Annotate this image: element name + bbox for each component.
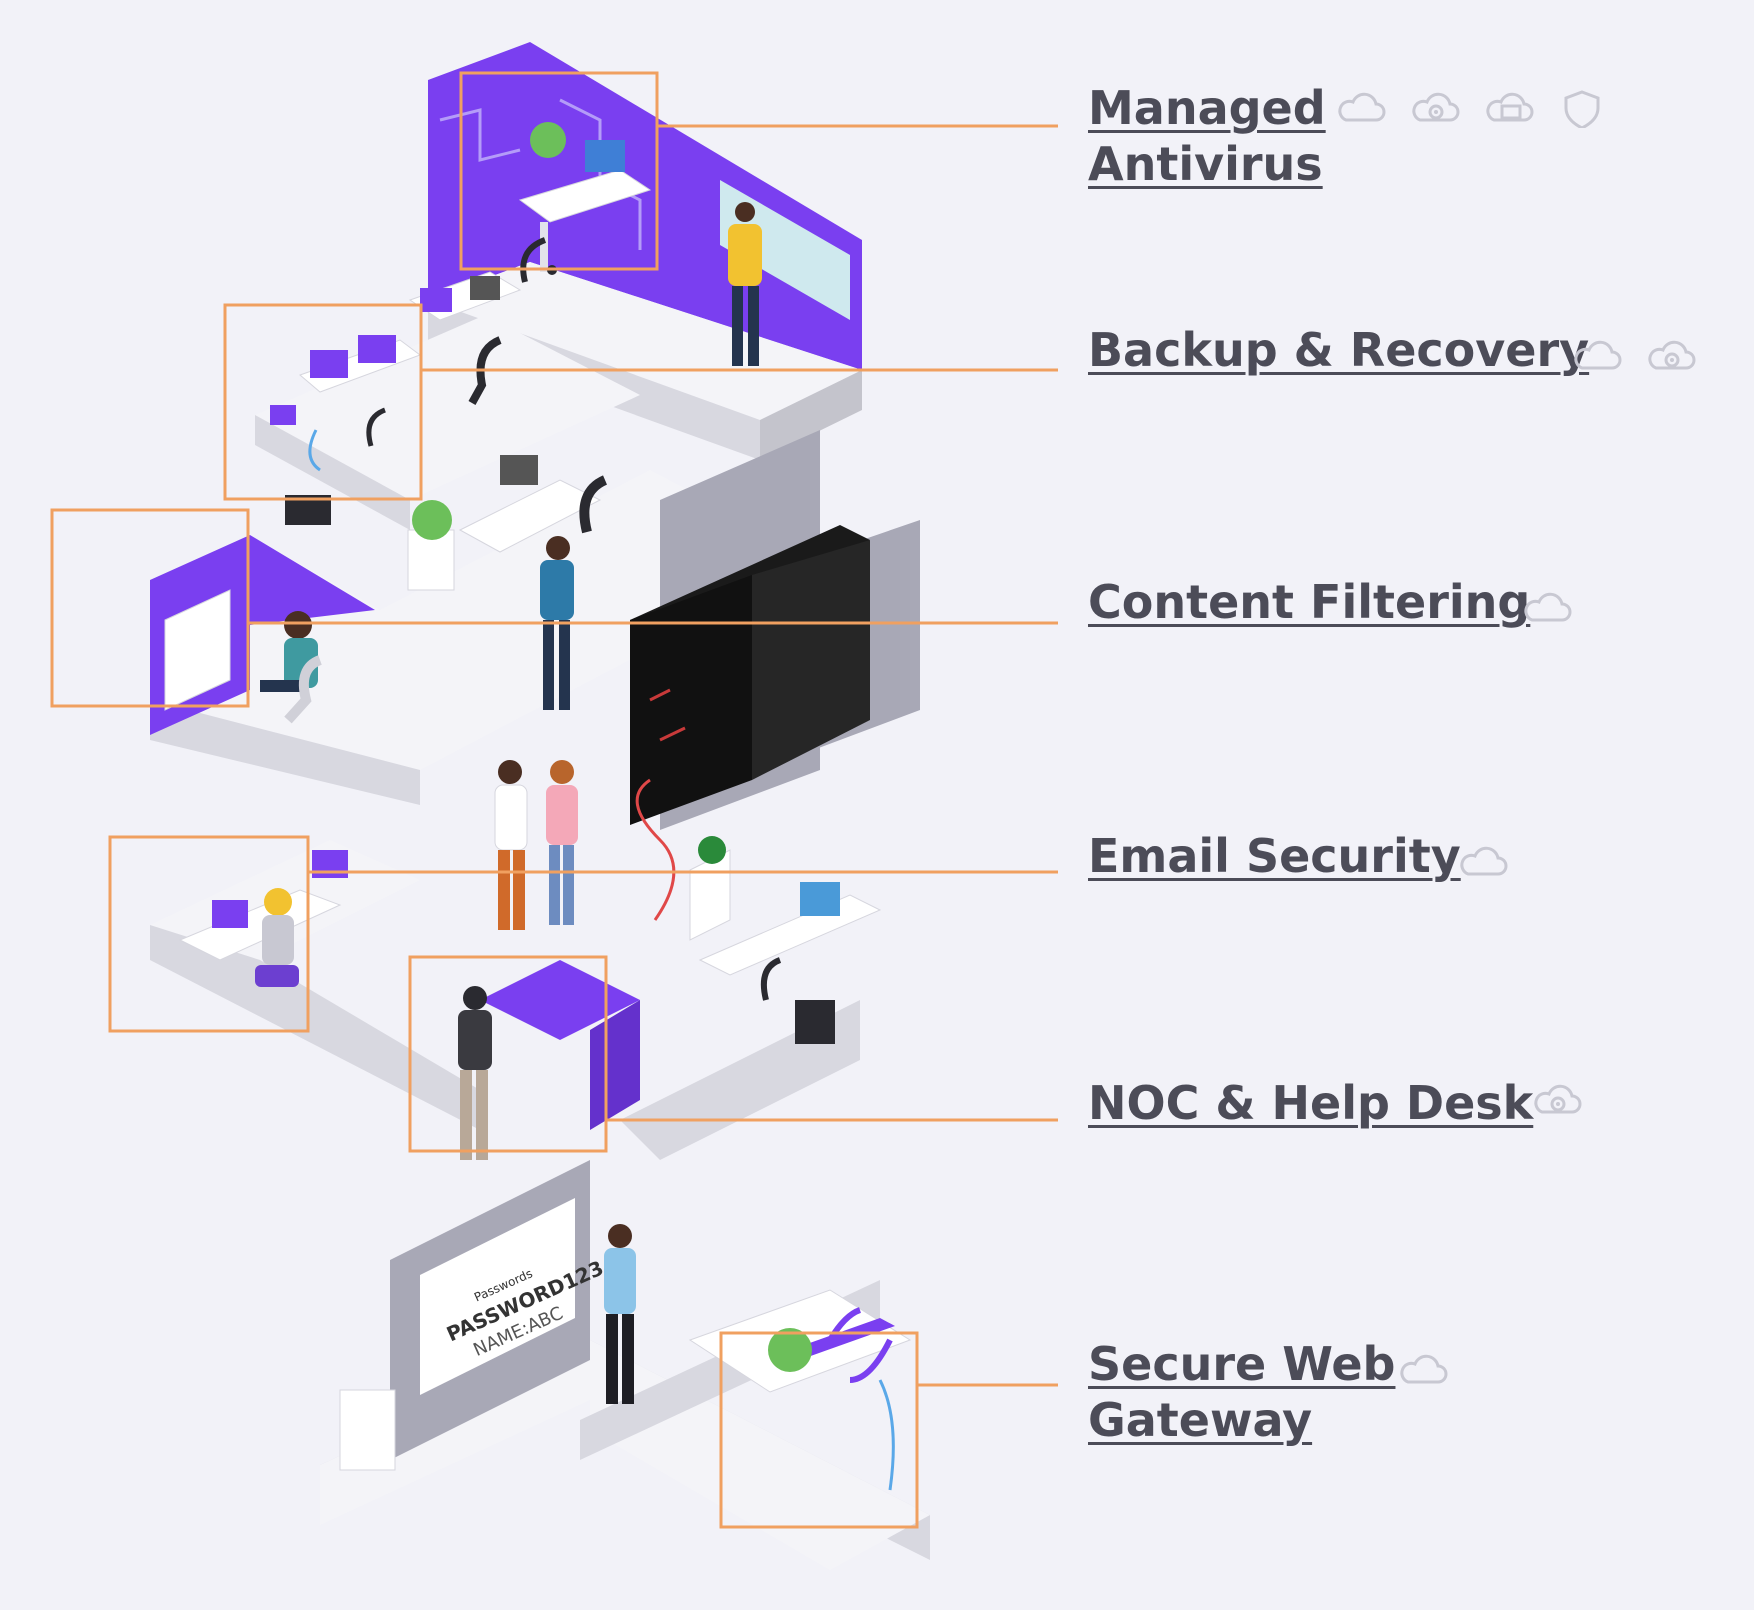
middle-room <box>150 430 920 921</box>
label-email-security[interactable]: Email Security <box>1088 828 1461 884</box>
cloud-icon <box>1400 1354 1448 1384</box>
icons-secure-web-gateway <box>1394 1350 1450 1390</box>
cloud-gear-icon <box>1412 92 1460 122</box>
highlight-frame-noc <box>408 955 608 1153</box>
label-noc-help-desk-line1: NOC & Help Desk <box>1088 1076 1534 1130</box>
bottom-room <box>320 1160 930 1570</box>
icons-backup-recovery <box>1568 336 1698 376</box>
label-email-security-line1: Email Security <box>1088 829 1461 883</box>
highlight-frame-content <box>50 508 250 708</box>
label-backup-recovery[interactable]: Backup & Recovery <box>1088 322 1589 378</box>
label-secure-web-gateway-line1: Secure Web <box>1088 1337 1396 1391</box>
label-content-filtering[interactable]: Content Filtering <box>1088 574 1530 630</box>
highlight-frame-gateway <box>719 1331 919 1529</box>
label-backup-recovery-line1: Backup & Recovery <box>1088 323 1590 377</box>
label-secure-web-gateway[interactable]: Secure Web Gateway <box>1088 1336 1395 1448</box>
highlight-frames <box>50 71 919 1529</box>
shield-icon <box>1564 90 1600 128</box>
highlight-frame-antivirus <box>459 71 659 271</box>
cloud-gear-icon <box>1534 1084 1582 1114</box>
highlight-frame-backup <box>223 303 423 501</box>
cloud-icon <box>1574 340 1622 370</box>
label-content-filtering-line1: Content Filtering <box>1088 575 1531 629</box>
cloud-icon <box>1524 592 1572 622</box>
cloud-server-icon <box>1486 92 1534 122</box>
label-noc-help-desk[interactable]: NOC & Help Desk <box>1088 1075 1533 1131</box>
cloud-icon <box>1338 92 1386 122</box>
label-managed-antivirus[interactable]: Managed Antivirus <box>1088 80 1326 192</box>
icons-noc-help-desk <box>1528 1080 1584 1120</box>
icons-managed-antivirus <box>1332 88 1610 128</box>
connector-lines <box>248 124 1058 1387</box>
label-managed-antivirus-line2: Antivirus <box>1088 137 1323 191</box>
highlight-frame-email <box>108 835 310 1033</box>
icons-content-filtering <box>1518 588 1574 628</box>
label-secure-web-gateway-line2: Gateway <box>1088 1393 1313 1447</box>
people-group <box>494 760 578 930</box>
cloud-gear-icon <box>1648 340 1696 370</box>
icons-email-security <box>1454 842 1510 882</box>
label-managed-antivirus-line1: Managed <box>1088 81 1326 135</box>
backup-room <box>255 271 640 530</box>
cloud-icon <box>1460 846 1508 876</box>
